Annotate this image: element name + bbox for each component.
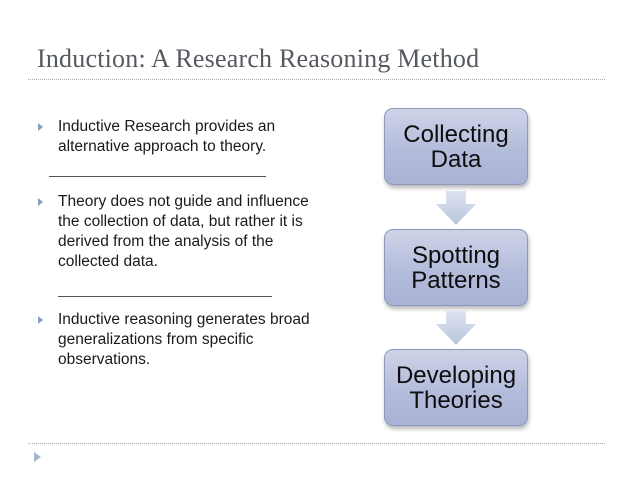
down-arrow-icon [436, 191, 476, 225]
title-divider [28, 79, 605, 80]
bullet-text: Inductive Research provides an alternati… [58, 118, 276, 155]
flow-step-collecting-data: Collecting Data [384, 108, 528, 185]
triangle-bullet-icon [38, 316, 43, 324]
triangle-bullet-icon [38, 198, 43, 206]
down-arrow-icon [436, 311, 476, 345]
flow-step-spotting-patterns: Spotting Patterns [384, 229, 528, 306]
nav-triangle-icon [34, 452, 41, 462]
bullet-separator [49, 176, 266, 177]
bullet-text: Inductive reasoning generates broad gene… [58, 311, 310, 368]
triangle-bullet-icon [38, 123, 43, 131]
slide-title: Induction: A Research Reasoning Method [37, 44, 480, 73]
flow-step-developing-theories: Developing Theories [384, 349, 528, 426]
footer-divider [28, 443, 605, 444]
bullet-separator [58, 296, 272, 297]
bullet-text: Theory does not guide and influence the … [58, 193, 309, 270]
